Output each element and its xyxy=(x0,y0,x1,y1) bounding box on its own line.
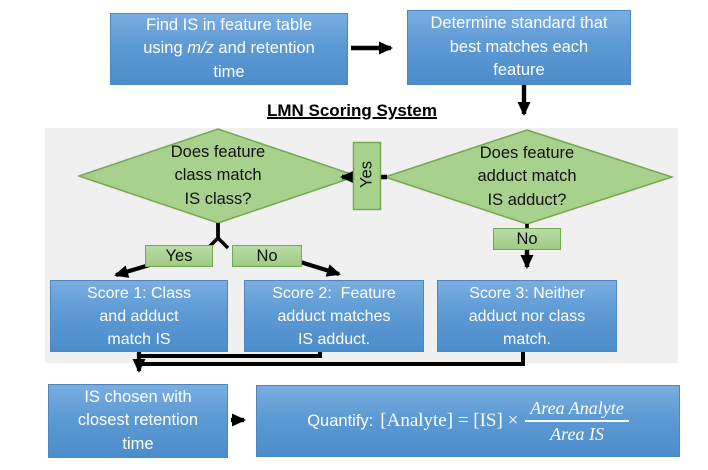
no-right-box: No xyxy=(493,228,561,250)
find-is-text-part2: and retention time xyxy=(213,39,315,81)
adduct-decision-text: Does feature adduct match IS adduct? xyxy=(477,143,577,209)
score1-text: Score 1: Class and adduct match IS xyxy=(86,284,192,348)
find-is-text: Find IS in feature table using m/z and r… xyxy=(143,14,315,85)
quantify-fraction: Area Analyte Area IS xyxy=(525,397,629,445)
score3-text: Score 3: Neither adduct nor class match. xyxy=(468,284,586,348)
find-is-text-mz-italic: m/z xyxy=(187,39,214,58)
fraction-numerator: Area Analyte xyxy=(525,397,629,422)
elbow-score3-merge xyxy=(141,350,525,366)
no-left-label: No xyxy=(256,246,278,265)
fraction-denominator: Area IS xyxy=(550,424,604,444)
score1-box: Score 1: Class and adduct match IS xyxy=(50,280,228,352)
scoring-system-title: LMN Scoring System xyxy=(266,101,438,120)
score2-box: Score 2: Feature adduct matches IS adduc… xyxy=(244,280,424,352)
no-right-label: No xyxy=(516,229,538,248)
yes-mid-label: Yes xyxy=(357,161,376,188)
arrow-no-to-score2 xyxy=(296,258,341,277)
find-is-text-part1: Find IS in feature table using xyxy=(143,15,312,58)
quantify-box: Quantify: [Analyte] = [IS] × Area Analyt… xyxy=(256,385,680,457)
quantify-formula-lhs: [Analyte] = [IS] × xyxy=(380,410,519,431)
determine-standard-box: Determine standard that best matches eac… xyxy=(407,10,631,85)
yes-left-label: Yes xyxy=(165,246,193,265)
score2-text: Score 2: Feature adduct matches IS adduc… xyxy=(272,284,396,348)
no-left-box: No xyxy=(232,245,302,267)
chosen-is-text: IS chosen with closest retention time xyxy=(77,387,199,453)
yes-left-box: Yes xyxy=(145,245,213,267)
yes-mid-box xyxy=(352,141,382,211)
quantify-content: Quantify: [Analyte] = [IS] × Area Analyt… xyxy=(307,397,629,445)
chosen-is-box: IS chosen with closest retention time xyxy=(48,384,228,458)
score3-box: Score 3: Neither adduct nor class match. xyxy=(437,280,617,352)
class-decision-text: Does feature class match IS class? xyxy=(170,142,266,208)
determine-standard-text: Determine standard that best matches eac… xyxy=(430,14,608,80)
find-is-box: Find IS in feature table using m/z and r… xyxy=(110,13,348,85)
quantify-label: Quantify: xyxy=(307,411,374,430)
elbow-score2-merge xyxy=(141,350,322,358)
